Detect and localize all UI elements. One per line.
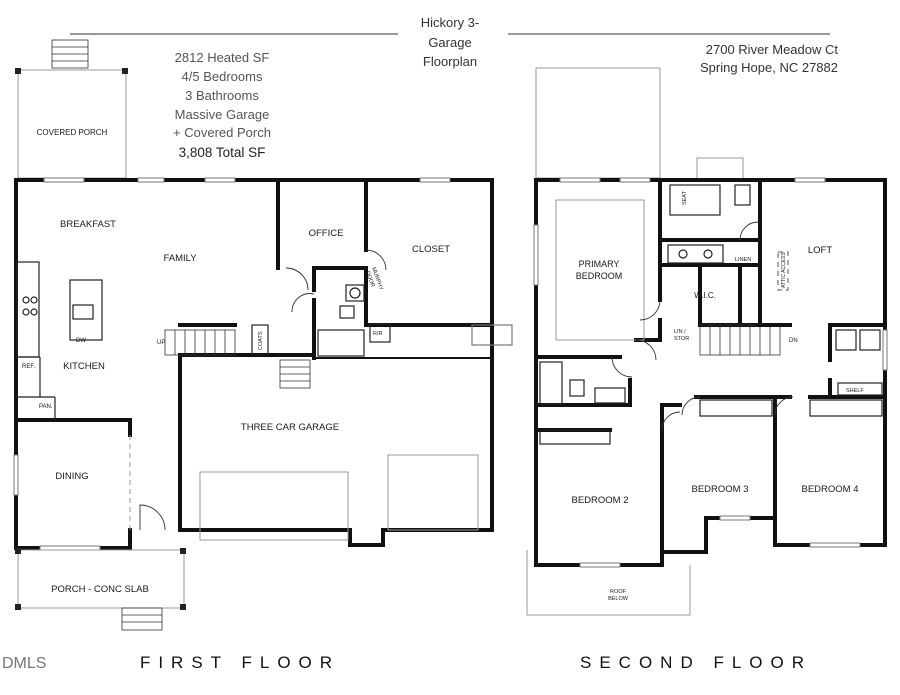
label-dw: DW: [76, 338, 86, 344]
label-attic-access: ATTIC ACCESS: [781, 252, 787, 288]
front-porch-outline: [17, 549, 185, 609]
garage-door-single: [387, 454, 479, 531]
label-bedroom-3: BEDROOM 3: [691, 484, 748, 495]
label-primary-bedroom-line1: PRIMARY: [579, 259, 620, 269]
stats-bedrooms: 4/5 Bedrooms: [182, 69, 263, 84]
first-floor-caption: FIRST FLOOR: [140, 653, 340, 672]
label-wic: W.I.C.: [694, 291, 716, 300]
label-porch-conc-slab: PORCH - CONC SLAB: [51, 584, 149, 595]
second-floor-plan: [526, 67, 888, 616]
stats-total-sf: 3,808 Total SF: [179, 145, 266, 160]
label-covered-porch: COVERED PORCH: [37, 128, 108, 137]
stats-garage: Massive Garage: [175, 107, 270, 122]
first-floor-stairs: [164, 329, 236, 356]
label-primary-bedroom-line2: BEDROOM: [576, 271, 623, 281]
label-murphy-door-line2: DOOR: [364, 271, 375, 289]
label-family: FAMILY: [163, 253, 197, 264]
label-coats: COATS: [258, 331, 264, 350]
label-breakfast: BREAKFAST: [60, 219, 116, 230]
label-roof-below-line1: ROOF: [610, 589, 627, 595]
label-seat: SEAT: [682, 190, 688, 205]
second-floor-caption: SECOND FLOOR: [580, 653, 812, 672]
label-dining: DINING: [55, 471, 88, 482]
label-rr: R/R: [373, 331, 383, 337]
label-kitchen: KITCHEN: [63, 361, 105, 372]
label-three-car-garage: THREE CAR GARAGE: [241, 422, 339, 433]
plan-title-line2: Garage: [428, 35, 471, 50]
label-roof-below-line2: BELOW: [608, 596, 629, 602]
mls-watermark: DMLS: [2, 655, 46, 672]
label-linen: LINEN: [735, 257, 751, 263]
label-bedroom-2: BEDROOM 2: [571, 495, 628, 506]
plan-title-line3: Floorplan: [423, 54, 477, 69]
first-floor-exterior-wall: [14, 178, 494, 547]
garage-door-double: [199, 471, 349, 541]
stats-bathrooms: 3 Bathrooms: [185, 88, 259, 103]
label-stairs-down: DN: [789, 338, 798, 344]
label-closet: CLOSET: [412, 244, 450, 255]
label-ref: REF.: [22, 364, 35, 370]
label-lin-stor-line1: LIN /: [674, 329, 686, 335]
label-stairs-up: UP: [157, 340, 165, 346]
address-line2: Spring Hope, NC 27882: [700, 60, 838, 75]
label-pantry: PAN.: [39, 404, 53, 410]
label-bedroom-4: BEDROOM 4: [801, 484, 858, 495]
label-office: OFFICE: [309, 228, 344, 239]
plan-title-line1: Hickory 3-: [421, 15, 480, 30]
first-floor-plan: [13, 39, 513, 631]
label-shelf: SHELF: [846, 388, 864, 394]
label-loft: LOFT: [808, 245, 832, 256]
stats-covered-porch: + Covered Porch: [173, 125, 271, 140]
address-line1: 2700 River Meadow Ct: [706, 42, 839, 57]
label-lin-stor-line2: STOR: [674, 336, 689, 342]
second-floor-exterior-wall: [534, 178, 887, 567]
covered-porch-outline: [17, 69, 127, 179]
stats-heated-sf: 2812 Heated SF: [175, 50, 270, 65]
